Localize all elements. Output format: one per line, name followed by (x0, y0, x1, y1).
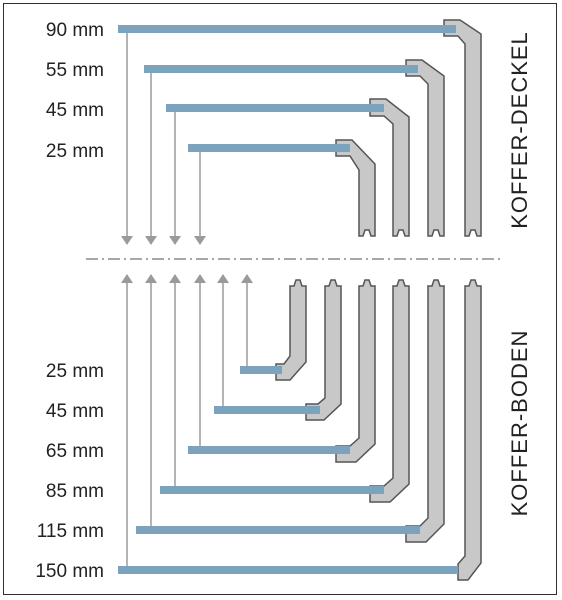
lid-label-25: 25 mm (46, 141, 104, 162)
base-profile-115: 115 mm (37, 274, 445, 543)
base-label-85: 85 mm (46, 481, 104, 502)
base-profile-85: 85 mm (46, 274, 410, 503)
lid-label-90: 90 mm (46, 20, 104, 41)
lid-profile-55-shape (405, 59, 445, 237)
base-label-150: 150 mm (35, 561, 104, 582)
base-label-115: 115 mm (37, 521, 104, 542)
base-profile-45: 45 mm (46, 274, 342, 422)
base-plate-65 (188, 446, 350, 454)
base-profile-25: 25 mm (46, 274, 307, 382)
base-label-65: 65 mm (46, 441, 104, 462)
lid-title: KOFFER-DECKEL (507, 31, 532, 229)
lid-arrowhead-55 (145, 236, 157, 245)
base-profile-150-shape (457, 279, 482, 581)
lid-plate-45 (166, 104, 384, 112)
lid-profile-90: 90 mm (46, 19, 482, 245)
lid-profile-25: 25 mm (46, 139, 376, 245)
base-label-45: 45 mm (46, 401, 104, 422)
base-profile-65-shape (335, 279, 376, 463)
base-arrowhead-25 (241, 274, 253, 283)
lid-plate-90 (118, 25, 456, 33)
lid-label-45: 45 mm (46, 100, 104, 121)
base-title: KOFFER-BODEN (507, 330, 532, 517)
lid-arrowhead-45 (169, 236, 181, 245)
base-arrowhead-65 (194, 274, 206, 283)
lid-profile-55: 55 mm (46, 59, 445, 245)
base-profile-65: 65 mm (46, 274, 376, 463)
base-profile-45-shape (305, 279, 342, 421)
base-profile-85-shape (369, 279, 410, 503)
lid-label-55: 55 mm (46, 60, 104, 81)
base-profile-115-shape (405, 279, 445, 543)
lid-plate-55 (144, 65, 418, 73)
lid-profile-45: 45 mm (46, 98, 410, 245)
base-plate-150 (118, 566, 458, 574)
lid-arrowhead-25 (194, 236, 206, 245)
base-arrowhead-85 (169, 274, 181, 283)
base-profile-150: 150 mm (35, 274, 482, 582)
lid-arrowhead-90 (121, 236, 133, 245)
base-arrowhead-115 (145, 274, 157, 283)
lid-plate-25 (188, 144, 350, 152)
lid-profile-90-shape (443, 19, 482, 237)
base-arrowhead-45 (217, 274, 229, 283)
base-plate-25 (240, 366, 282, 374)
base-plate-115 (136, 526, 420, 534)
base-label-25: 25 mm (46, 361, 104, 382)
base-profile-25-shape (275, 279, 307, 381)
lid-profile-25-shape (335, 139, 376, 237)
base-arrowhead-150 (121, 274, 133, 283)
lid-profile-45-shape (369, 98, 410, 237)
base-plate-85 (160, 486, 384, 494)
base-plate-45 (214, 406, 320, 414)
